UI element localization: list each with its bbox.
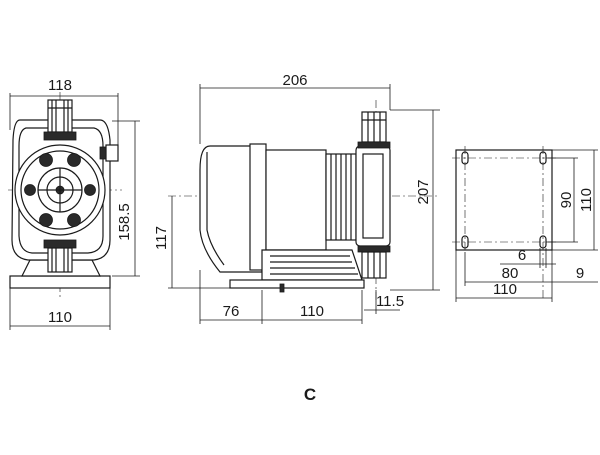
front-body-inner [18, 127, 104, 254]
head-bolt-6 [84, 184, 96, 196]
dim-side-base-mid: 110 [300, 303, 324, 320]
side-bottom-valve-nut [357, 245, 391, 253]
front-side-knob-collar [99, 146, 107, 160]
dim-front-height: 158.5 [116, 203, 133, 241]
pump-head-side [355, 145, 391, 247]
side-base-plate [229, 279, 365, 289]
head-bolt-1 [39, 153, 53, 167]
base-plate-outline [455, 149, 553, 251]
head-bolt-2 [67, 153, 81, 167]
front-top-valve-nut [43, 131, 77, 141]
dim-plate-slot-width: 6 [518, 247, 526, 264]
figure-caption: C [304, 385, 316, 404]
front-base-plate [9, 275, 111, 289]
base-plate-view: 90 110 6 80 9 110 [452, 146, 598, 302]
dim-plate-hole-pitch-v: 90 [558, 192, 575, 209]
dim-side-base-left: 76 [223, 303, 240, 320]
head-bolt-3 [39, 213, 53, 227]
gear-housing [265, 149, 327, 251]
front-bottom-valve-nut [43, 239, 77, 249]
side-base-bolt [279, 283, 285, 293]
side-stand [261, 249, 363, 281]
dim-plate-edge-offset: 9 [576, 265, 584, 282]
front-side-knob [105, 144, 119, 162]
dim-plate-height: 110 [578, 188, 595, 212]
front-view: 118 158.5 110 [8, 77, 140, 330]
head-bolt-5 [24, 184, 36, 196]
head-bolt-4 [67, 213, 81, 227]
dim-plate-width: 110 [493, 281, 517, 298]
side-view: 206 207 117 76 110 11.5 [153, 72, 440, 324]
dim-side-length: 206 [282, 72, 307, 89]
dim-front-width-top: 118 [48, 77, 72, 94]
dim-front-width-bottom: 110 [48, 309, 72, 326]
dim-side-port-offset: 11.5 [376, 293, 404, 310]
dim-side-height: 207 [415, 179, 432, 204]
dim-plate-hole-pitch-h: 80 [502, 265, 519, 282]
motor-housing [199, 145, 263, 273]
dim-side-axis-height: 117 [153, 226, 170, 250]
side-top-valve-nut [357, 141, 391, 149]
